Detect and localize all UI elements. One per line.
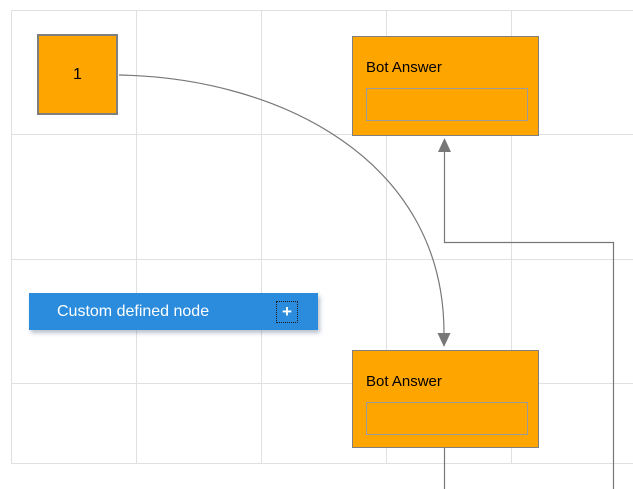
node-custom-defined[interactable]: Custom defined node + [29,293,318,330]
node-bot-answer-bottom[interactable]: Bot Answer [352,350,539,448]
add-node-button[interactable]: + [276,300,298,323]
bot-answer-title: Bot Answer [366,59,442,76]
connector-curve-start-to-bot-bottom[interactable] [118,74,451,347]
plus-icon: + [282,301,292,321]
bot-answer-field[interactable] [366,88,528,121]
connector-elbow-path[interactable] [443,152,615,489]
connector-curve-path[interactable] [118,74,445,334]
custom-node-label: Custom defined node [57,302,210,320]
node-bot-answer-top[interactable]: Bot Answer [352,36,539,136]
node-start-label: 1 [73,65,82,83]
node-start[interactable]: 1 [37,34,118,115]
bot-answer-field[interactable] [366,402,528,435]
connector-elbow-to-bot-top[interactable] [438,138,615,489]
arrowhead-up-icon [438,138,451,152]
arrowhead-down-icon [437,333,451,347]
bot-answer-title: Bot Answer [366,373,442,390]
